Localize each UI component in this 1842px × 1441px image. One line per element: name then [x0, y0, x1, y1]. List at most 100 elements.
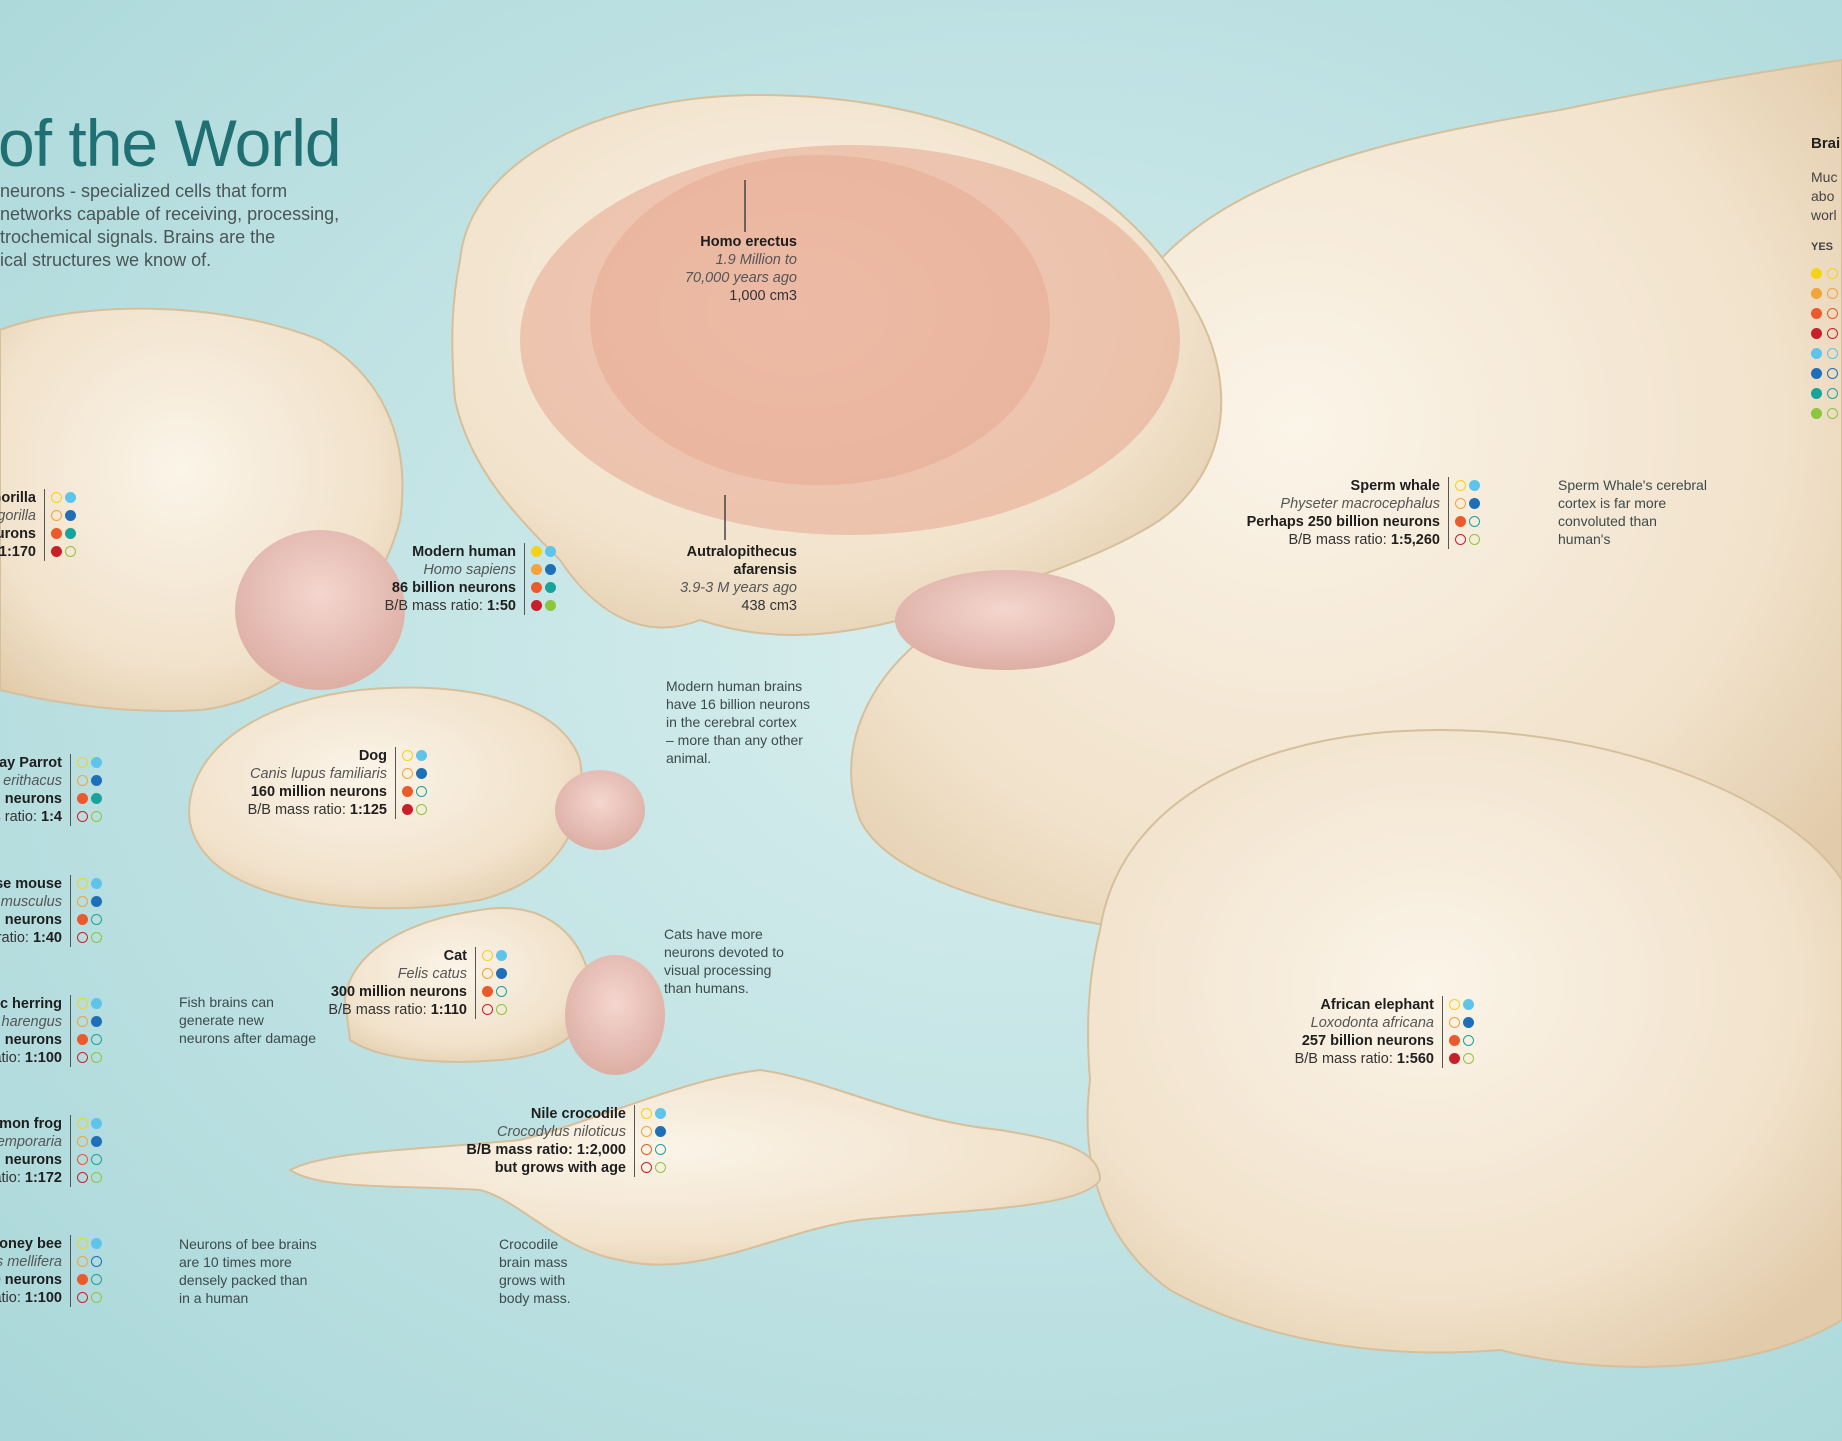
blue-dot [545, 564, 556, 575]
blue-dot [91, 1256, 102, 1267]
red-dot [402, 804, 413, 815]
red-orange-dot [641, 1144, 652, 1155]
bee-trait-dots [70, 1235, 105, 1307]
sperm-whale-mass-value: 1:5,260 [1390, 532, 1440, 548]
elephant-mass-value: 1:560 [1396, 1051, 1434, 1067]
blue-dot [91, 1016, 102, 1027]
light-blue-dot [91, 878, 102, 889]
bee-name: Honey bee [0, 1236, 62, 1252]
note-line: densely packed than [179, 1272, 308, 1288]
green-dot [91, 1052, 102, 1063]
note-line: Cats have more [664, 926, 763, 942]
green-dot [1469, 534, 1480, 545]
note-crocodile: Crocodile brain mass grows with body mas… [499, 1235, 571, 1307]
bee-neurons: 60,000 neurons [0, 1272, 62, 1288]
parrot-mass-prefix: B mass ratio: [0, 809, 37, 825]
red-orange-dot [1455, 516, 1466, 527]
green-dot [545, 600, 556, 611]
crocodile-name: Nile crocodile [530, 1106, 626, 1122]
red-dot [77, 1052, 88, 1063]
light-blue-dot [65, 492, 76, 503]
herring-mass-value: 1:100 [24, 1050, 62, 1066]
green-dot [496, 1004, 507, 1015]
australopithecus-name: Autralopithecus [686, 544, 797, 560]
note-line: grows with [499, 1272, 566, 1288]
orange-dot [77, 896, 88, 907]
note-line: cortex is far more [1558, 495, 1667, 511]
legend-heading: Brai [1811, 135, 1841, 152]
red-orange-dot [51, 528, 62, 539]
note-line: animal. [666, 750, 712, 766]
note-line: in a human [179, 1290, 249, 1306]
mouse-name: House mouse [0, 876, 62, 892]
red-dot [77, 1172, 88, 1183]
mouse-trait-dots [70, 875, 105, 947]
homo-erectus-overlay [520, 145, 1180, 535]
note-line: – more than any other [666, 732, 803, 748]
australopithecus-name-2: afarensis [733, 562, 797, 578]
yellow-dot [51, 492, 62, 503]
teal-dot [91, 1274, 102, 1285]
note-line: have 16 billion neurons [666, 696, 810, 712]
red-dot [1811, 328, 1822, 339]
cat-cerebellum [565, 955, 665, 1075]
parrot-name: can Gray Parrot [0, 755, 62, 771]
crocodile-sci: Crocodylus niloticus [497, 1124, 626, 1140]
note-fish: Fish brains can generate new neurons aft… [179, 993, 316, 1047]
herring-name: Atlantic herring [0, 996, 62, 1012]
herring-trait-dots [70, 995, 105, 1067]
homo-erectus-name: Homo erectus [700, 234, 797, 250]
herring-neurons: million neurons [0, 1032, 62, 1048]
page-title: of the World [0, 106, 342, 180]
note-human-cortex: Modern human brains have 16 billion neur… [666, 677, 810, 767]
bee-mass-ratio: mass ratio: 1:100 [0, 1289, 62, 1307]
orange-dot [77, 1136, 88, 1147]
intro-text: neurons - specialized cells that form ne… [0, 180, 380, 272]
mouse-neurons: million neurons [0, 912, 62, 928]
green-dot [1811, 408, 1822, 419]
light-blue-dot [91, 1238, 102, 1249]
bee-sci: Apis mellifera [0, 1254, 62, 1270]
red-orange-dot [531, 582, 542, 593]
note-whale-cortex: Sperm Whale's cerebral cortex is far mor… [1558, 476, 1707, 548]
yellow-dot [1811, 268, 1822, 279]
parrot-label: can Gray Parrotittacus erithacus5 billio… [0, 754, 62, 826]
elephant-trait-dots [1442, 996, 1477, 1068]
dog-sci: Canis lupus familiaris [250, 766, 387, 782]
teal-dot [91, 793, 102, 804]
elephant-mass-prefix: B/B mass ratio: [1294, 1051, 1397, 1067]
red-dot [51, 546, 62, 557]
teal-dot [496, 986, 507, 997]
red-orange-dot [77, 793, 88, 804]
cat-name: Cat [443, 948, 467, 964]
cat-brain [343, 907, 665, 1075]
elephant-sci: Loxodonta africana [1310, 1015, 1434, 1031]
elephant-neurons: 257 billion neurons [1301, 1033, 1434, 1049]
yellow-dot [77, 757, 88, 768]
teal-dot [655, 1144, 666, 1155]
legend-line: Muc [1811, 169, 1838, 185]
note-line: Modern human brains [666, 678, 803, 694]
gorilla-brain [0, 307, 405, 712]
australopithecus-label: Autralopithecus afarensis 3.9-3 M years … [680, 543, 797, 615]
note-cats: Cats have more neurons devoted to visual… [664, 925, 784, 997]
human-cerebellum [895, 570, 1115, 670]
herring-mass-prefix: mass ratio: [0, 1050, 21, 1066]
yellow-dot [77, 878, 88, 889]
orange-dot [482, 968, 493, 979]
orange-dot [51, 510, 62, 521]
sperm-whale-neurons: Perhaps 250 billion neurons [1246, 514, 1440, 530]
frog-mass-ratio: mass ratio: 1:172 [0, 1169, 62, 1187]
note-line: human's [1558, 531, 1611, 547]
parrot-mass-value: 1:4 [41, 809, 62, 825]
crocodile-trait-dots [634, 1105, 669, 1177]
australopithecus-overlay [590, 155, 1050, 485]
dog-neurons: 160 million neurons [250, 784, 387, 800]
blue-dot [91, 1136, 102, 1147]
red-orange-dot [77, 914, 88, 925]
teal-dot [1469, 516, 1480, 527]
